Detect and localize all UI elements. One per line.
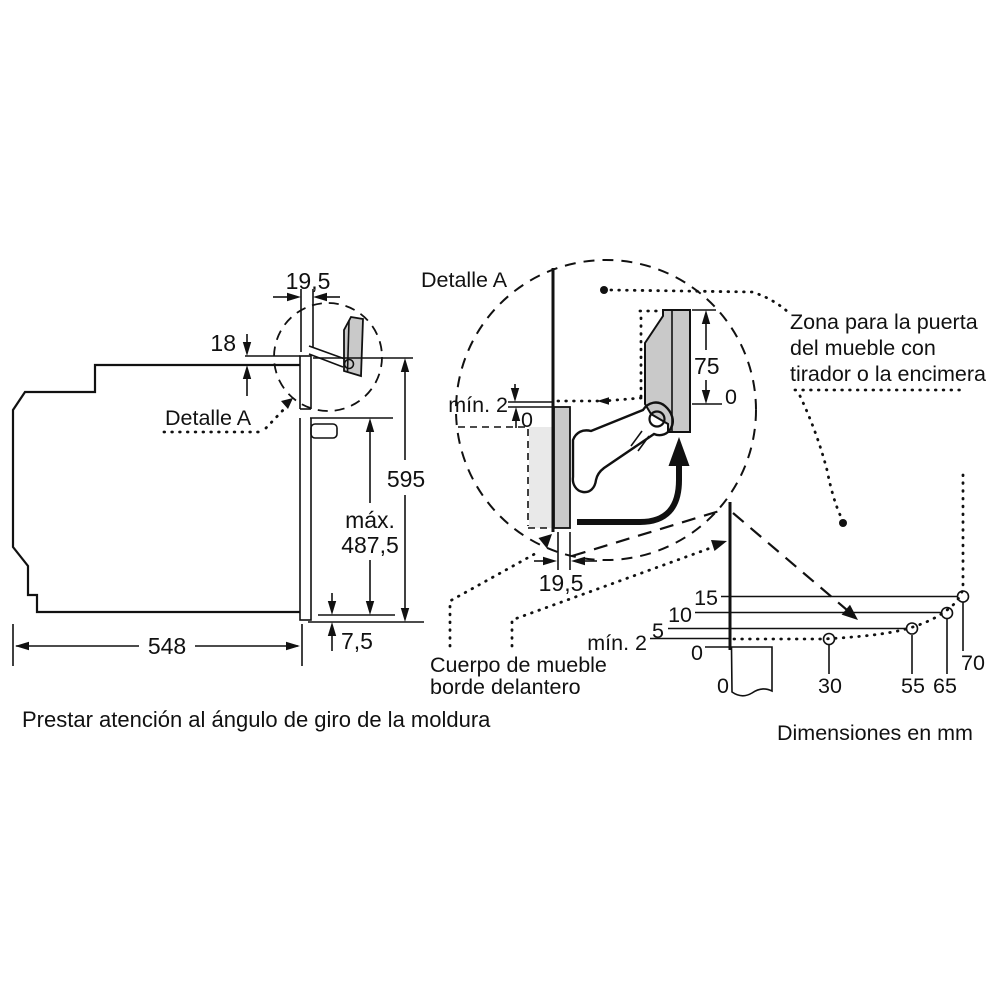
footnote-text: Prestar atención al ángulo de giro de la… — [22, 707, 491, 732]
chart-x-label-0: 0 — [717, 674, 729, 698]
detail-a-enlarged-view: Detalle A — [421, 259, 757, 596]
data-point-55-5 — [905, 622, 919, 635]
dimension-19-5-detail: 19,5 — [534, 532, 597, 596]
furniture-body-block — [730, 646, 773, 697]
chart-x-label-55: 55 — [901, 674, 925, 698]
chart-x-label-65: 65 — [933, 674, 957, 698]
data-point-65-10 — [940, 606, 954, 620]
dimension-7-5: 7,5 — [308, 593, 424, 654]
zone-anchor-dot-2 — [839, 519, 847, 527]
clearance-chart: 15 10 5 mín. 2 0 0 30 55 65 70 — [587, 502, 985, 698]
detail-a-callout-left: Detalle A — [162, 398, 293, 434]
door-swing-arrow — [577, 462, 682, 525]
door-alt-position — [529, 427, 553, 528]
dim-7-5-label: 7,5 — [341, 628, 373, 654]
oven-side-view — [11, 302, 383, 621]
hinge-arm — [571, 401, 674, 494]
chart-y-label-15: 15 — [694, 586, 718, 610]
dimension-max-487-5: máx. 487,5 — [310, 417, 399, 615]
detail-a-marker-circle — [273, 302, 383, 412]
chart-x-label-70: 70 — [961, 651, 985, 675]
dim-18-label: 18 — [210, 330, 236, 356]
dim-19-5-left-label: 19,5 — [286, 268, 331, 294]
dimension-75: 75 0 — [692, 309, 737, 409]
dim-min2-label: mín. 2 — [448, 393, 508, 417]
dim-487-5-label: 487,5 — [341, 532, 399, 558]
dim-75-zero-label: 0 — [725, 385, 737, 409]
hinge-slot — [298, 409, 313, 418]
furniture-door-closed — [553, 406, 571, 529]
cabinet-note-line1: Cuerpo de mueble — [430, 653, 607, 677]
hinge-pivot — [648, 410, 666, 428]
zone-note-line1: Zona para la puerta — [790, 310, 978, 334]
chart-y-label-min2: mín. 2 — [587, 631, 647, 655]
zone-edge-arrowhead — [597, 397, 609, 405]
dim-75-label: 75 — [694, 353, 720, 379]
small-hinge-pivot — [343, 358, 355, 370]
zone-note-line3: tirador o la encimera — [790, 362, 986, 386]
units-note: Dimensiones en mm — [777, 721, 973, 745]
chart-y-label-0: 0 — [691, 641, 703, 665]
cabinet-note: Cuerpo de mueble borde delantero — [430, 534, 727, 699]
cabinet-note-line2: borde delantero — [430, 675, 581, 699]
dimension-548: 548 — [12, 624, 303, 666]
detail-a-title: Detalle A — [421, 268, 508, 292]
chart-x-label-30: 30 — [818, 674, 842, 698]
detail-a-left-label: Detalle A — [165, 406, 252, 430]
dimension-595: 595 — [313, 357, 425, 622]
leader-arrowhead — [281, 398, 293, 409]
dim-min2-zero-label: 0 — [521, 408, 533, 432]
dimension-19-5-left: 19,5 — [273, 268, 340, 352]
dim-19-5-detail-label: 19,5 — [539, 570, 584, 596]
dimension-min-2: mín. 2 0 — [448, 384, 553, 432]
chart-y-label-5: 5 — [652, 619, 664, 643]
oven-front-panel — [299, 355, 312, 621]
data-point-30-2 — [822, 632, 836, 646]
cabinet-leader-arrowhead-2 — [711, 540, 727, 551]
cabinet-leader-arrowhead-1 — [538, 534, 552, 549]
small-hinge-detail — [308, 316, 364, 378]
dim-548-label: 548 — [148, 633, 186, 659]
chart-y-label-10: 10 — [668, 603, 692, 627]
dim-max-label: máx. — [345, 507, 395, 533]
oven-body-outline — [11, 363, 300, 614]
detail-a-circle — [455, 259, 757, 561]
zone-anchor-dot — [600, 286, 608, 294]
door-swing-arrowhead — [668, 437, 690, 466]
data-point-70-15 — [956, 590, 970, 603]
dimension-18: 18 — [210, 330, 300, 396]
hinge-knob — [310, 423, 338, 439]
zone-note: Zona para la puerta del mueble con tirad… — [600, 286, 986, 587]
zone-note-line2: del mueble con — [790, 336, 936, 360]
dim-595-label: 595 — [387, 466, 425, 492]
